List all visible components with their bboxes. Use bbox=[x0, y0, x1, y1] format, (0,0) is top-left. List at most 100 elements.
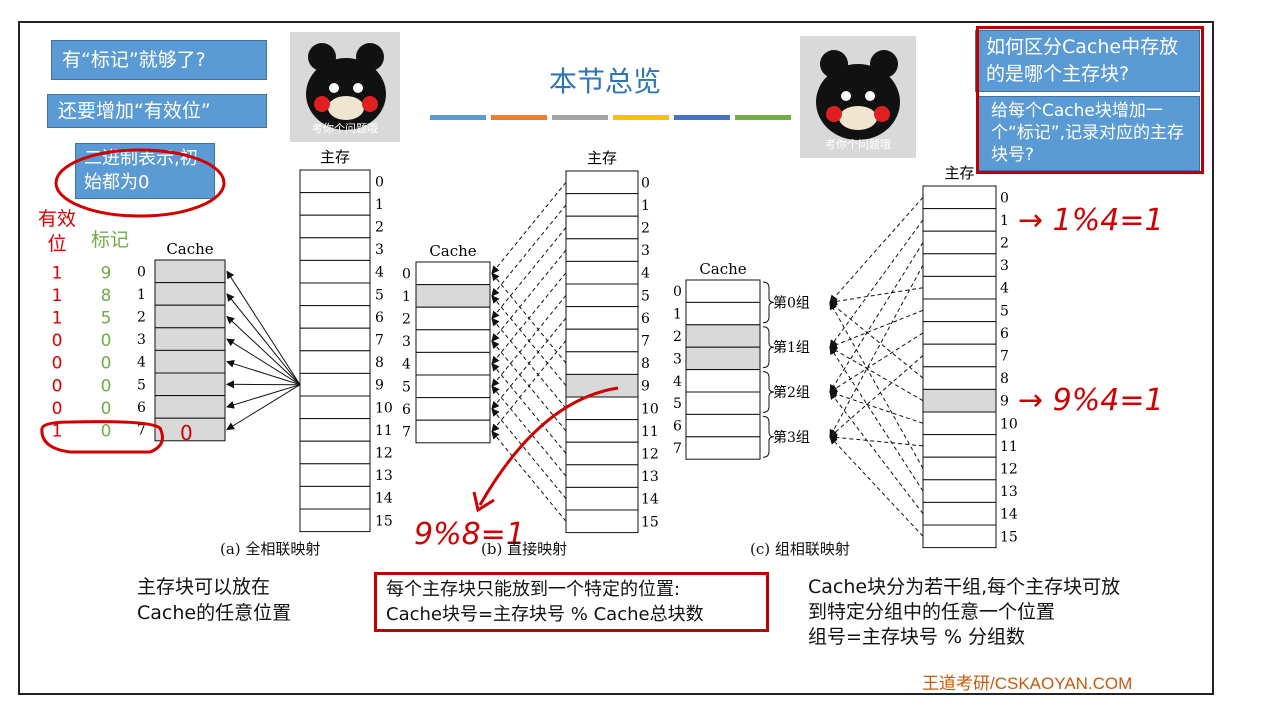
memory-index: 0 bbox=[1000, 190, 1009, 206]
mapping-arrow bbox=[829, 264, 924, 438]
memory-index: 1 bbox=[641, 198, 650, 214]
mapping-arrow bbox=[829, 436, 924, 537]
mapping-arrow bbox=[491, 340, 567, 432]
memory-index: 9 bbox=[375, 378, 384, 394]
memory-block bbox=[299, 327, 371, 352]
memory-index: 11 bbox=[641, 424, 659, 440]
memory-index: 2 bbox=[641, 221, 650, 237]
mapping-arrow bbox=[226, 270, 301, 385]
memory-block bbox=[922, 524, 997, 549]
caption-fully-associative: (a) 全相联映射 bbox=[220, 540, 321, 558]
memory-block bbox=[299, 463, 371, 487]
bear-face-icon bbox=[306, 43, 386, 130]
memory-block bbox=[299, 237, 371, 261]
tag-value: 0 bbox=[101, 399, 112, 419]
bear-caption-left: 考你个问题哦 bbox=[312, 122, 378, 135]
cache-line bbox=[415, 374, 491, 399]
memory-block bbox=[922, 343, 997, 368]
memory-block bbox=[299, 372, 371, 397]
handwritten-circle bbox=[54, 148, 226, 218]
callout-binary-init: 二进制表示,初始都为0 bbox=[75, 143, 215, 199]
mapping-arrow bbox=[829, 346, 924, 492]
note-direct-line1: 每个主存块只能放到一个特定的位置: bbox=[386, 579, 681, 600]
cache-line bbox=[415, 397, 491, 421]
mapping-arrow bbox=[226, 359, 301, 386]
memory-index: 11 bbox=[1000, 439, 1018, 455]
mapping-arrow bbox=[829, 219, 924, 349]
memory-block bbox=[299, 395, 371, 420]
handwritten-mod4-bottom: → 9%4=1 bbox=[1018, 383, 1164, 418]
cache-line bbox=[154, 395, 226, 419]
memory-block bbox=[299, 305, 371, 329]
cache-line bbox=[154, 259, 226, 284]
memory-block bbox=[922, 501, 997, 526]
caption-set-associative: (c) 组相联映射 bbox=[750, 540, 850, 558]
memory-index: 15 bbox=[641, 514, 659, 530]
cache-index: 5 bbox=[137, 377, 146, 393]
memory-index: 14 bbox=[641, 492, 659, 508]
memory-block bbox=[922, 230, 997, 255]
cache-index: 4 bbox=[673, 374, 682, 390]
memory-block bbox=[299, 485, 371, 510]
mapping-arrow bbox=[491, 295, 567, 387]
group-label: 第0组 bbox=[773, 294, 810, 311]
title-bar-3 bbox=[613, 115, 669, 120]
memory-block bbox=[922, 321, 997, 345]
memory-block bbox=[922, 298, 997, 323]
cache-line bbox=[415, 284, 491, 308]
mapping-arrow bbox=[226, 384, 301, 409]
caption-direct-mapped: (b) 直接映射 bbox=[481, 540, 568, 558]
mapping-arrow bbox=[226, 338, 301, 386]
valid-bit-header-2: 位 bbox=[47, 233, 66, 255]
memory-index: 8 bbox=[375, 355, 384, 371]
cache-line bbox=[685, 346, 761, 371]
memory-index: 13 bbox=[1000, 484, 1018, 500]
memory-index: 1 bbox=[1000, 213, 1009, 229]
memory-index: 6 bbox=[1000, 326, 1009, 342]
memory-block bbox=[922, 253, 997, 277]
callout-how-distinguish: 如何区分Cache中存放的是哪个主存块? bbox=[975, 30, 1200, 92]
cache-line bbox=[415, 261, 491, 286]
memory-index: 8 bbox=[641, 356, 650, 372]
mapping-arrow bbox=[829, 355, 924, 438]
memory-index: 4 bbox=[641, 266, 650, 282]
memory-block bbox=[299, 508, 371, 533]
handwritten-arrow bbox=[478, 386, 619, 506]
cache-index: 7 bbox=[402, 425, 411, 441]
cache-line bbox=[415, 329, 491, 353]
note-set-line1: Cache块分为若干组,每个主存块可放 bbox=[808, 576, 1121, 598]
bear-face-icon bbox=[816, 50, 900, 140]
memory-block bbox=[922, 366, 997, 390]
group-brace bbox=[762, 326, 775, 369]
memory-index: 9 bbox=[641, 379, 650, 395]
mapping-arrow bbox=[491, 249, 567, 342]
cache-index: 2 bbox=[137, 310, 146, 326]
mapping-arrow bbox=[491, 181, 567, 275]
mapping-arrow bbox=[829, 196, 924, 304]
memory-index: 5 bbox=[1000, 303, 1009, 319]
cache-index: 4 bbox=[402, 357, 411, 373]
bear-image-left: 考你个问题哦 bbox=[290, 32, 400, 142]
mapping-arrow bbox=[491, 408, 567, 500]
memory-block bbox=[565, 193, 639, 217]
mapping-arrow bbox=[829, 346, 924, 402]
cache-label: Cache bbox=[429, 242, 476, 260]
cache-line bbox=[415, 419, 491, 444]
cache-line bbox=[685, 279, 761, 303]
note-fully-associative: 主存块可以放在 Cache的任意位置 bbox=[137, 576, 292, 624]
main-memory-label: 主存 bbox=[944, 164, 974, 182]
memory-block bbox=[565, 509, 639, 534]
memory-block bbox=[565, 441, 639, 466]
cache-line bbox=[685, 369, 761, 393]
memory-index: 12 bbox=[1000, 462, 1018, 478]
memory-block bbox=[565, 351, 639, 375]
tag-value: 8 bbox=[101, 286, 112, 306]
cache-line bbox=[685, 436, 761, 460]
handwriting-group: 09%8=1→ 1%4=1→ 9%4=1 bbox=[40, 148, 1164, 552]
memory-index: 4 bbox=[375, 265, 384, 281]
mapping-arrow bbox=[226, 315, 301, 386]
cache-index: 1 bbox=[137, 287, 146, 303]
mapping-arrow bbox=[829, 332, 924, 393]
cache-line bbox=[415, 306, 491, 331]
